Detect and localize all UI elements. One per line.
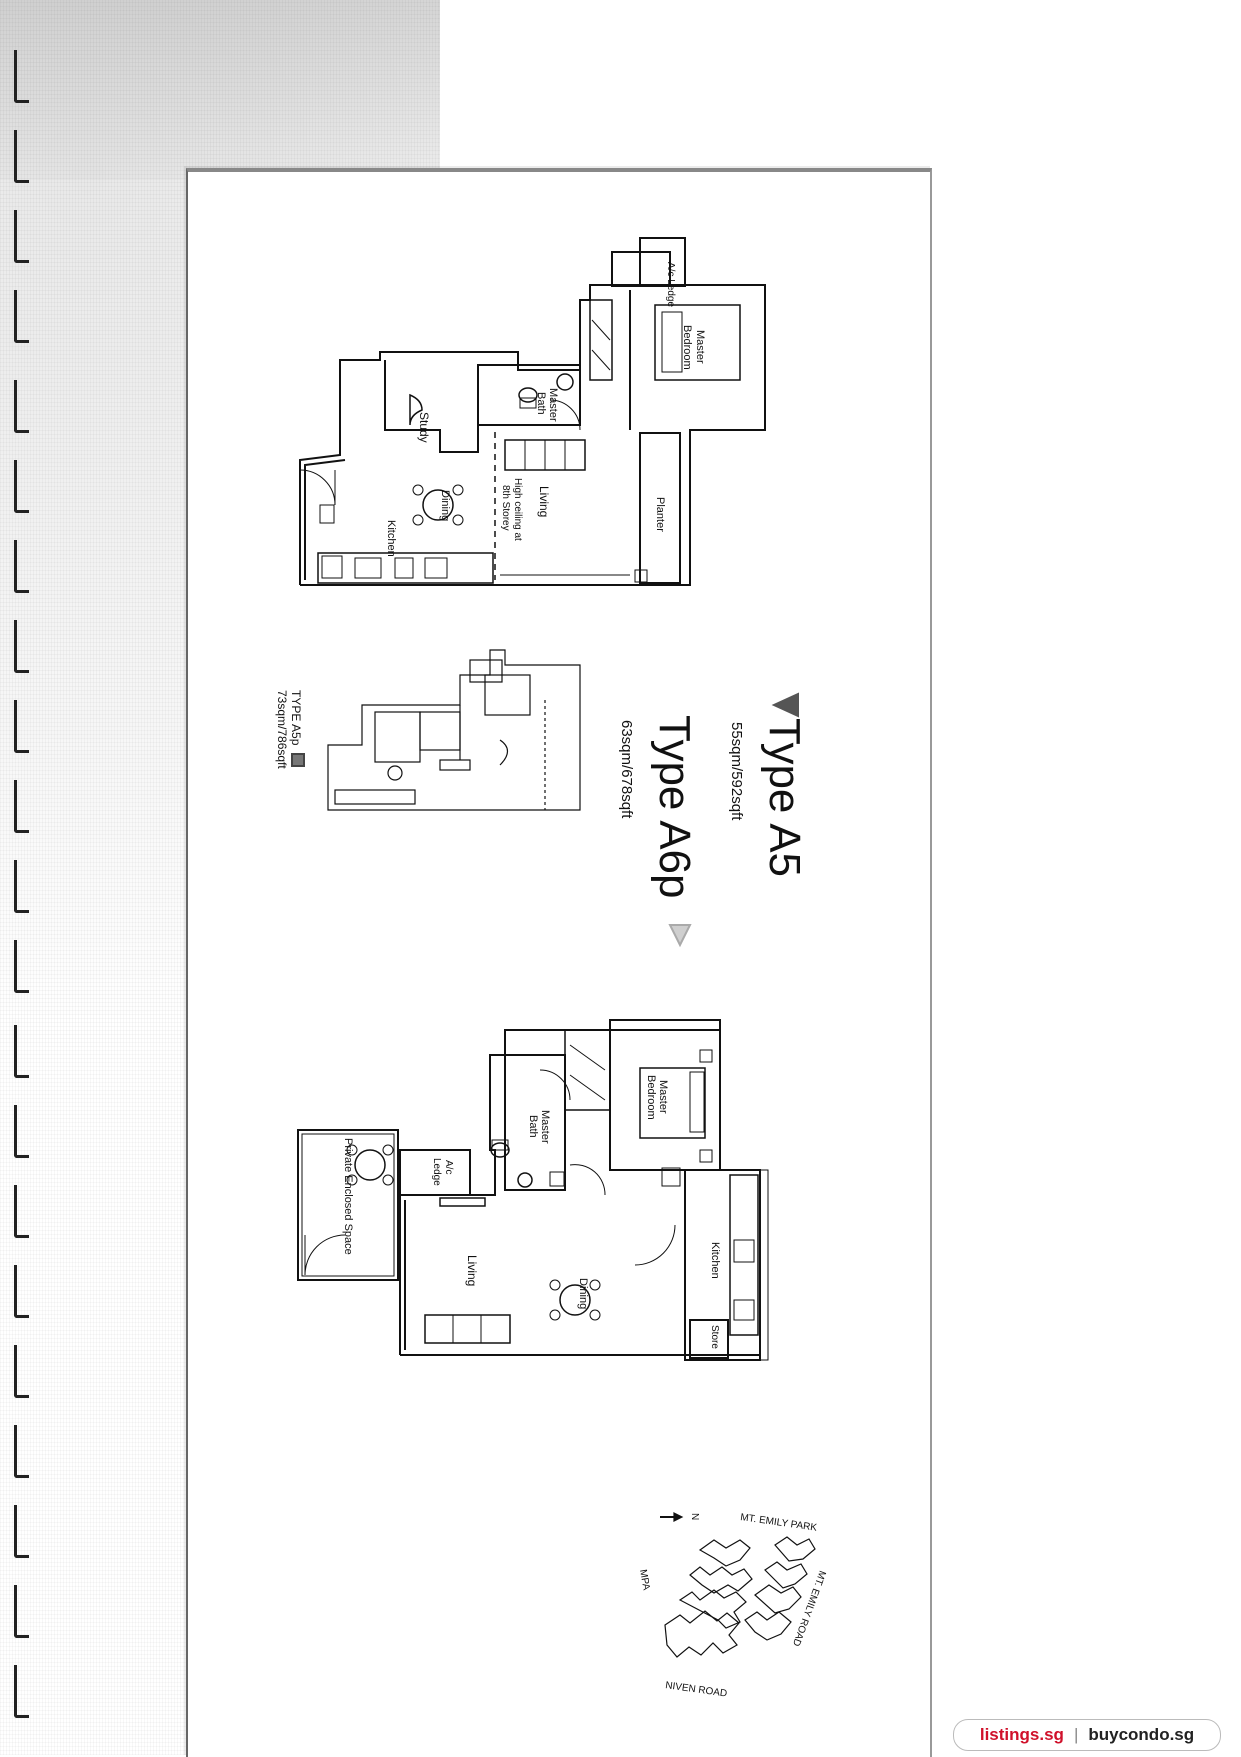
- a5-master-bedroom-2: Bedroom: [681, 325, 693, 370]
- binding-hole: [14, 290, 29, 343]
- binding-holes: [10, 40, 40, 1740]
- binding-hole: [14, 210, 29, 263]
- binding-hole: [14, 860, 29, 913]
- a6p-ac-ledge-2: Ledge: [431, 1158, 442, 1186]
- a6p-master-bedroom-2: Bedroom: [645, 1075, 657, 1120]
- site-mt-emily-road: MT. EMILY ROAD: [790, 1569, 828, 1648]
- a5-dining: Dining: [439, 490, 451, 521]
- a6p-triangle-marker: [668, 924, 692, 948]
- brand-separator: |: [1073, 1725, 1079, 1744]
- a6p-area: 63sqm/678sqft: [618, 720, 635, 819]
- plan-type-a5p-mini: [327, 649, 581, 811]
- plan-type-a5: [299, 237, 766, 586]
- binding-hole: [14, 460, 29, 513]
- site-mpa: MPA: [637, 1569, 652, 1592]
- binding-hole: [14, 940, 29, 993]
- binding-hole: [14, 50, 29, 103]
- binding-hole: [14, 1425, 29, 1478]
- binding-hole: [14, 1585, 29, 1638]
- a6p-kitchen: Kitchen: [709, 1242, 721, 1279]
- scan-shade-top: [0, 0, 440, 180]
- a6p-dining: Dining: [577, 1278, 589, 1309]
- brochure-sheet: [186, 168, 932, 1757]
- binding-hole: [14, 1185, 29, 1238]
- plan-type-a6p: [297, 1019, 769, 1361]
- binding-hole: [14, 1505, 29, 1558]
- a5-high-ceiling-2: 8th Storey: [500, 485, 511, 531]
- a6p-master-bath-2: Bath: [527, 1115, 539, 1138]
- a5-ac-ledge: A/c Ledge: [665, 262, 676, 307]
- a6p-master-bedroom-1: Master: [657, 1080, 669, 1114]
- a5-area: 55sqm/592sqft: [728, 722, 745, 821]
- a5p-title: TYPE A5p: [289, 690, 303, 746]
- site-north-label: N: [689, 1513, 700, 1520]
- a5-kitchen: Kitchen: [385, 520, 397, 557]
- a5-living: Living: [537, 486, 551, 517]
- binding-hole: [14, 620, 29, 673]
- a6p-ac-ledge-1: A/c: [443, 1160, 454, 1174]
- binding-hole: [14, 1665, 29, 1718]
- binding-hole: [14, 1105, 29, 1158]
- a5-master-bedroom-1: Master: [694, 330, 706, 364]
- a6p-master-bath-1: Master: [539, 1110, 551, 1144]
- a6p-living: Living: [465, 1255, 479, 1286]
- a6p-private-enclosed-space: Private Enclosed Space: [342, 1138, 354, 1255]
- binding-hole: [14, 780, 29, 833]
- site-niven-road: NIVEN ROAD: [665, 1680, 728, 1700]
- a5-triangle-marker: [771, 692, 799, 718]
- a5p-area: 73sqm/786sqft: [275, 690, 289, 769]
- binding-hole: [14, 1345, 29, 1398]
- a5-master-bath-2: Bath: [535, 392, 547, 415]
- a6p-title: Type A6p: [650, 715, 699, 898]
- binding-hole: [14, 380, 29, 433]
- binding-hole: [14, 130, 29, 183]
- a6p-store: Store: [709, 1325, 720, 1349]
- a5-planter: Planter: [654, 497, 666, 532]
- a5-study: Study: [417, 412, 431, 443]
- binding-hole: [14, 540, 29, 593]
- binding-hole: [14, 700, 29, 753]
- a5-master-bath-1: Master: [547, 388, 559, 422]
- footer-brand-badge[interactable]: listings.sg | buycondo.sg: [953, 1719, 1221, 1751]
- a5p-marker: [291, 753, 305, 767]
- site-mt-emily-park: MT. EMILY PARK: [740, 1512, 818, 1534]
- binding-hole: [14, 1025, 29, 1078]
- brand-buycondo-link[interactable]: buycondo.sg: [1088, 1725, 1195, 1744]
- a5-title: Type A5: [760, 718, 809, 877]
- site-plan: [660, 1512, 816, 1658]
- binding-hole: [14, 1265, 29, 1318]
- brand-listings-link[interactable]: listings.sg: [979, 1725, 1064, 1744]
- a5-high-ceiling-1: High ceiling at: [512, 478, 523, 541]
